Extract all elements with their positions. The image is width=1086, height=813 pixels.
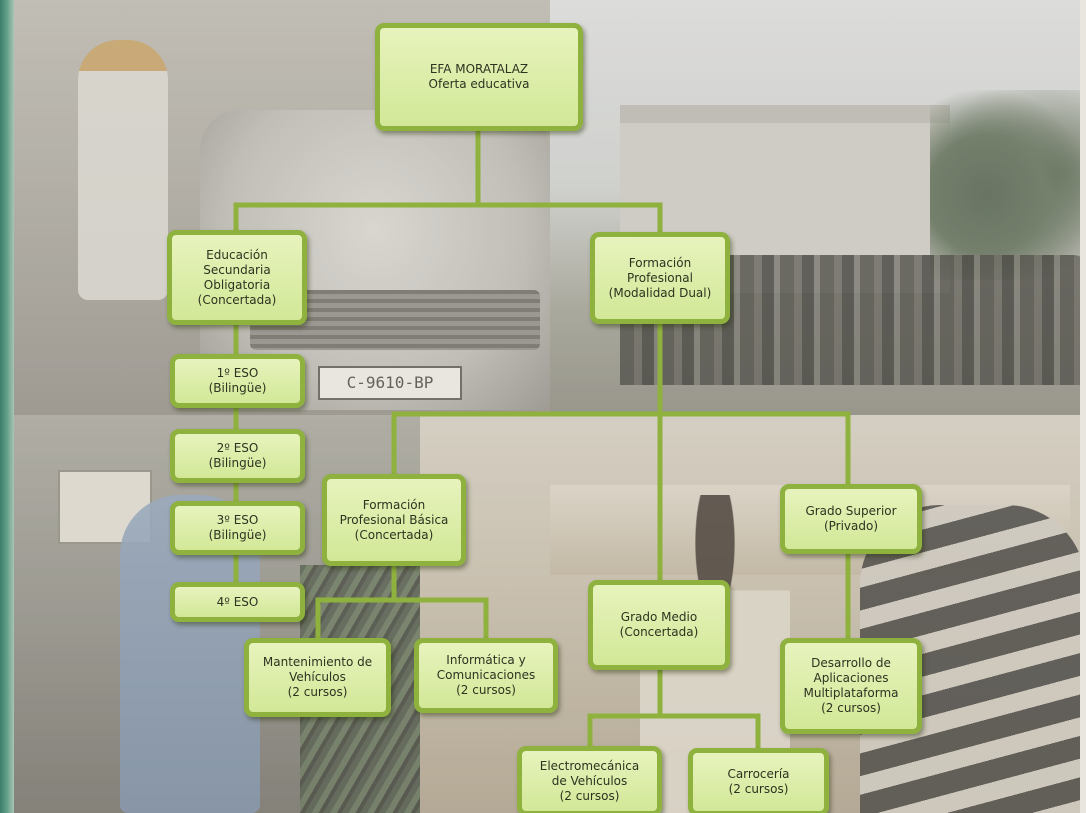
- node-eso: Educación Secundaria Obligatoria (Concer…: [167, 230, 307, 325]
- photo-license-plate: C-9610-BP: [318, 366, 462, 400]
- page-edge-right: [1080, 0, 1086, 813]
- node-1-eso: 1º ESO (Bilingüe): [170, 354, 305, 408]
- node-mantenimiento-vehiculos: Mantenimiento de Vehículos (2 cursos): [244, 638, 391, 717]
- photo-worker-figure: [78, 40, 168, 300]
- page-edge-band: [0, 0, 14, 813]
- node-3-eso: 3º ESO (Bilingüe): [170, 501, 305, 555]
- node-grado-medio: Grado Medio (Concertada): [588, 580, 730, 670]
- license-plate-text: C-9610-BP: [346, 373, 434, 392]
- node-2-eso: 2º ESO (Bilingüe): [170, 429, 305, 483]
- node-carroceria: Carrocería (2 cursos): [688, 748, 829, 813]
- node-desarrollo-aplicaciones: Desarrollo de Aplicaciones Multiplatafor…: [780, 638, 922, 734]
- node-informatica-comunicaciones: Informática y Comunicaciones (2 cursos): [414, 638, 558, 713]
- node-grado-superior: Grado Superior (Privado): [780, 484, 922, 554]
- node-4-eso: 4º ESO: [170, 582, 305, 622]
- node-fp-basica: Formación Profesional Básica (Concertada…: [322, 474, 466, 566]
- photo-trees: [930, 90, 1086, 280]
- node-formacion-profesional: Formación Profesional (Modalidad Dual): [590, 232, 730, 324]
- node-electromecanica-vehiculos: Electromecánica de Vehículos (2 cursos): [517, 746, 662, 813]
- node-efa-moratalaz: EFA MORATALAZ Oferta educativa: [375, 23, 583, 131]
